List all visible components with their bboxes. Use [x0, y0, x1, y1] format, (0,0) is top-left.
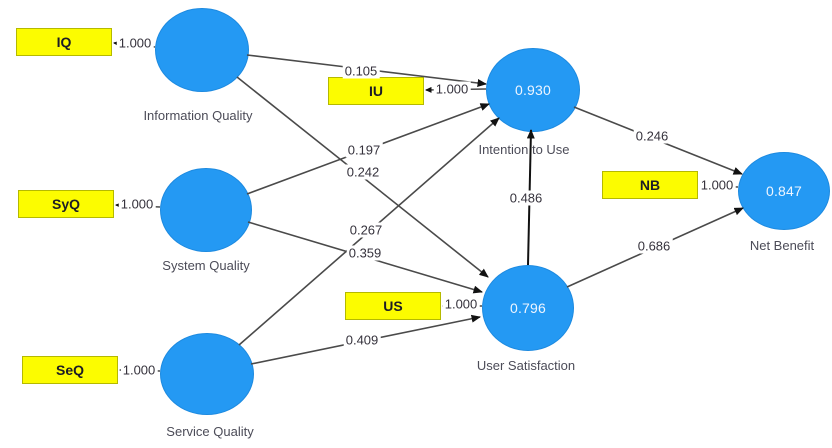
path-coefficient-iq-us: 0.242 — [344, 164, 382, 180]
r-squared-value: 0.930 — [514, 82, 552, 98]
path-coefficient-seq-us: 0.409 — [343, 332, 381, 348]
indicator-seq[interactable]: SeQ — [22, 356, 118, 384]
indicator-iq[interactable]: IQ — [16, 28, 112, 56]
loading-us: 1.000 — [442, 296, 480, 312]
construct-service-quality[interactable] — [160, 333, 254, 415]
construct-information-quality[interactable] — [155, 8, 249, 92]
indicator-label: US — [383, 298, 403, 314]
path-coefficient-us-iu: 0.486 — [507, 190, 545, 206]
path-coefficient-seq-iu: 0.267 — [347, 222, 385, 238]
r-squared-value: 0.847 — [765, 183, 803, 199]
indicator-label: SeQ — [55, 362, 84, 378]
path-coefficient-syq-us: 0.359 — [346, 245, 384, 261]
path-coefficient-iq-iu: 0.105 — [342, 63, 380, 79]
indicator-label: IU — [369, 83, 383, 99]
r-squared-value: 0.796 — [509, 300, 547, 316]
construct-net-benefit[interactable]: 0.847 — [738, 152, 830, 230]
path-coefficient-us-nb: 0.686 — [635, 238, 673, 254]
construct-user-satisfaction[interactable]: 0.796 — [482, 265, 574, 351]
indicator-label: IQ — [56, 34, 72, 50]
construct-system-quality[interactable] — [160, 168, 252, 252]
loading-seq: 1.000 — [120, 362, 158, 378]
construct-label-system-quality: System Quality — [162, 258, 250, 273]
loading-syq: 1.000 — [118, 196, 156, 212]
indicator-label: NB — [639, 177, 661, 193]
loading-iu: 1.000 — [433, 81, 471, 97]
loading-iq: 1.000 — [116, 35, 154, 51]
indicator-iu[interactable]: IU — [328, 77, 424, 105]
path-coefficient-syq-iu: 0.197 — [345, 142, 383, 158]
construct-label-information-quality: Information Quality — [143, 108, 253, 123]
construct-label-service-quality: Service Quality — [166, 424, 254, 439]
indicator-us[interactable]: US — [345, 292, 441, 320]
indicator-syq[interactable]: SyQ — [18, 190, 114, 218]
indicator-nb[interactable]: NB — [602, 171, 698, 199]
construct-label-intention-to-use: Intention to Use — [478, 142, 570, 157]
path-coefficient-iu-nb: 0.246 — [633, 128, 671, 144]
construct-label-user-satisfaction: User Satisfaction — [476, 358, 576, 373]
construct-intention-to-use[interactable]: 0.930 — [486, 48, 580, 132]
loading-nb: 1.000 — [698, 177, 736, 193]
indicator-label: SyQ — [51, 196, 80, 212]
construct-label-net-benefit: Net Benefit — [749, 238, 815, 253]
